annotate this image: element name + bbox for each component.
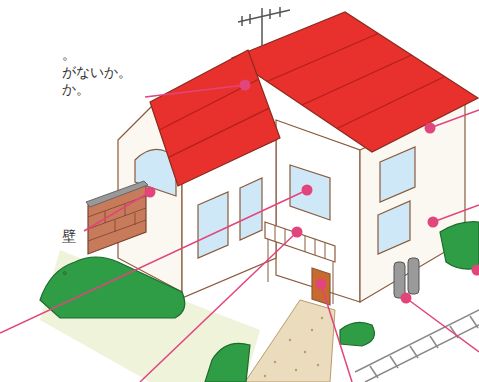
path-gravel bbox=[264, 317, 323, 377]
callout-text: 壁 bbox=[62, 228, 76, 244]
callout-text: 。 bbox=[62, 260, 76, 276]
window bbox=[290, 165, 330, 220]
callout-dot bbox=[145, 80, 479, 304]
window bbox=[198, 192, 228, 258]
window bbox=[240, 178, 262, 240]
window bbox=[380, 147, 415, 202]
balcony bbox=[265, 222, 335, 304]
rail-fence bbox=[355, 310, 479, 382]
tv-antenna bbox=[238, 7, 290, 46]
wing-roof bbox=[150, 50, 280, 186]
callout-text: 。 bbox=[62, 46, 76, 62]
callout-text: か。 bbox=[62, 81, 90, 97]
front-door bbox=[312, 268, 330, 305]
window bbox=[378, 201, 410, 254]
leader-line bbox=[0, 85, 479, 382]
hedge bbox=[40, 222, 479, 382]
water-heater bbox=[394, 258, 419, 298]
brick-wall bbox=[86, 181, 148, 254]
garden-path bbox=[245, 300, 335, 382]
callout-text: がないか。 bbox=[62, 64, 132, 80]
